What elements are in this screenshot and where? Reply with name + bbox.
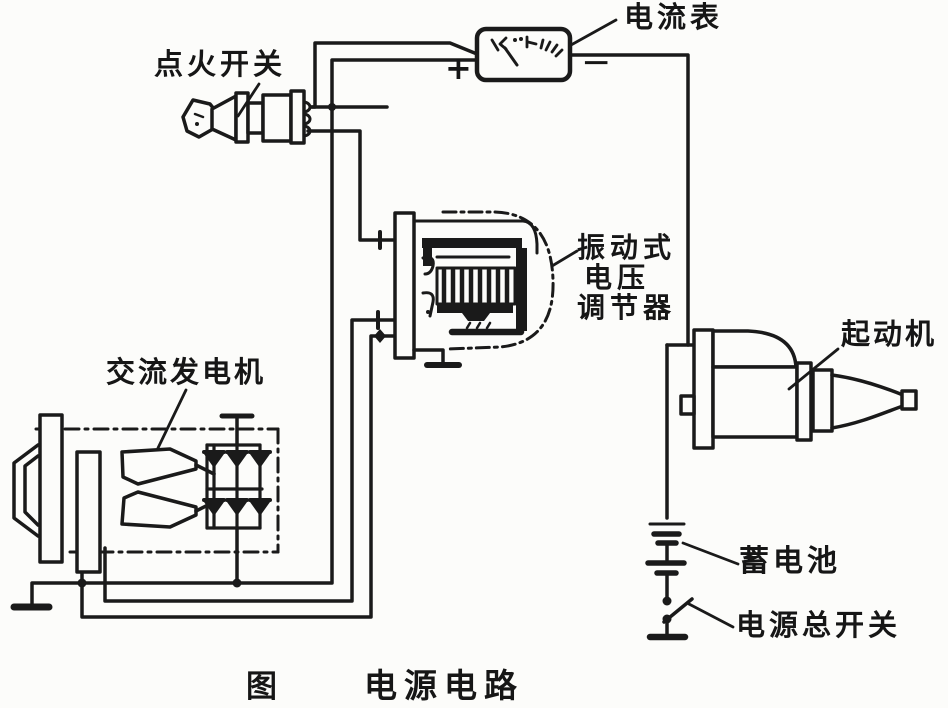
regulator-ground-lead (412, 348, 445, 364)
leader-lines (156, 18, 840, 629)
switch-contact-dot-2 (662, 614, 672, 624)
junction-dot (77, 578, 87, 588)
regulator-spring-hook-2 (421, 291, 435, 318)
winding-lead (194, 463, 216, 476)
leader-alternator (156, 388, 188, 450)
voltage-regulator-label-line2: 电压 (584, 261, 651, 294)
regulator-yoke-outer (413, 219, 539, 255)
junction-dot (328, 103, 336, 111)
regulator-armature (437, 305, 513, 313)
regulator-mounting-plate (393, 211, 416, 360)
regulator-yoke-right (516, 248, 527, 331)
voltage-regulator-symbol (393, 210, 555, 368)
regulator-dashed-border (441, 210, 555, 351)
caption-figure-word: 图 (246, 669, 277, 705)
leader-master-switch (687, 602, 735, 629)
ammeter-scale-dot (519, 37, 523, 41)
junction-dot (232, 578, 242, 588)
key-cone (210, 94, 238, 142)
leader-battery (681, 541, 740, 566)
leader-ignition (236, 82, 261, 118)
stator-winding-upper (120, 447, 198, 486)
ammeter-needle (503, 46, 519, 67)
stator-winding-lower (120, 490, 198, 529)
starter-body (711, 365, 799, 439)
starter-terminal (679, 394, 696, 416)
regulator-spring-hook (421, 255, 435, 276)
caption-title: 电源电路 (364, 666, 524, 705)
master-switch-symbol (646, 596, 694, 641)
ammeter-body (474, 26, 573, 83)
master-switch-label: 电源总开关 (736, 608, 902, 642)
rectifier-bridge (202, 413, 272, 530)
wire-to-chassis-ground (30, 581, 84, 606)
battery-symbol (645, 522, 687, 600)
switch-neck (246, 101, 265, 135)
switch-cap (289, 89, 306, 145)
alternator-symbol (12, 413, 280, 574)
switch-terminals (302, 100, 312, 138)
wires (10, 41, 696, 619)
ammeter-scale-dot (513, 38, 517, 42)
voltage-regulator-label-line1: 振动式 (577, 231, 677, 264)
regulator-contact-bump (462, 313, 490, 321)
switch-contact-dot (662, 596, 672, 606)
pulley-flange (38, 413, 64, 564)
battery-label: 蓄电池 (739, 544, 841, 579)
switch-collar (234, 91, 250, 144)
pulley-belt-groove (12, 443, 40, 538)
regulator-coil-hatch (441, 267, 510, 305)
starter-label: 起动机 (841, 317, 938, 351)
wire-ammeter-to-ground-bus (80, 58, 479, 585)
regulator-contact-ticks (465, 321, 492, 330)
leader-starter (787, 347, 840, 391)
ignition-switch-symbol (181, 89, 312, 145)
key-detail (193, 112, 205, 119)
starter-band (795, 361, 813, 442)
leader-ammeter (569, 18, 618, 47)
alternator-label: 交流发电机 (106, 355, 267, 389)
pulley-belt-groove-inner (23, 454, 40, 527)
starter-solenoid (711, 329, 798, 369)
ammeter-scale-ticks (490, 35, 564, 58)
ignition-switch-label: 点火开关 (154, 47, 287, 81)
regulator-coil (435, 266, 517, 306)
starter-bracket (692, 328, 715, 450)
diodes (202, 450, 272, 516)
pulley-flange-2 (75, 450, 102, 574)
wire-regulator-to-field (103, 318, 396, 603)
regulator-yoke-top (422, 238, 522, 248)
starter-symbol (679, 328, 918, 450)
key-detail-dot (195, 122, 199, 126)
regulator-dot (426, 310, 430, 314)
regulator-terminal-diamond (374, 329, 386, 343)
ammeter-label: 电流表 (624, 0, 724, 34)
voltage-regulator-label-line3: 调节器 (577, 291, 677, 324)
switch-body (261, 93, 293, 143)
key-head (181, 98, 220, 139)
starter-band-2 (811, 368, 834, 433)
ammeter-symbol (474, 26, 573, 83)
starter-nose-cone (830, 373, 905, 430)
ammeter-plus-sign: + (445, 49, 472, 87)
ammeter-minus-sign: − (581, 42, 612, 83)
wire-ammeter-to-starter (568, 53, 690, 347)
starter-pinion-tip (900, 389, 918, 411)
wire-switch-to-regulator (306, 129, 395, 242)
leader-regulator (550, 249, 579, 268)
